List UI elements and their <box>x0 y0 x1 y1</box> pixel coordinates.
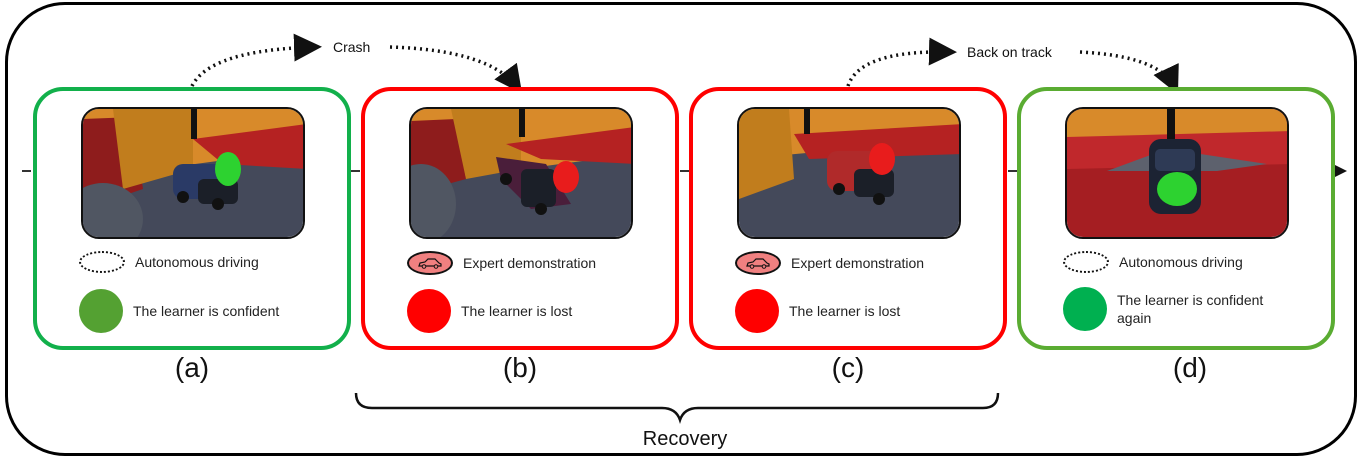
panel-c: Expert demonstration The learner is lost <box>689 87 1007 350</box>
panel-a: Autonomous driving The learner is confid… <box>33 87 351 350</box>
car-sprite <box>496 157 571 215</box>
state-label: The learner is lost <box>789 303 901 319</box>
confident-again-dot-icon <box>1063 287 1107 331</box>
lost-dot-icon <box>735 289 779 333</box>
confidence-marker <box>869 143 895 175</box>
legend-state-c: The learner is lost <box>735 289 900 333</box>
scene-image-a <box>81 107 305 239</box>
car-sprite <box>173 164 238 210</box>
state-label: The learner is confident <box>133 303 280 319</box>
back-on-track-label: Back on track <box>967 44 1052 60</box>
state-label: The learner is lost <box>461 303 573 319</box>
subfigure-label-a: (a) <box>174 352 210 383</box>
diagram-frame <box>5 2 1357 456</box>
panel-d: Autonomous driving The learner is confid… <box>1017 87 1335 350</box>
scene-image-b <box>409 107 633 239</box>
legend-mode-c: Expert demonstration <box>735 251 924 275</box>
car-sprite <box>827 151 894 205</box>
mode-label: Expert demonstration <box>463 255 597 271</box>
scene-image-d <box>1065 107 1289 239</box>
scene-image-c <box>737 107 961 239</box>
confidence-marker <box>215 152 241 186</box>
legend-state-b: The learner is lost <box>407 289 572 333</box>
dotted-ellipse-icon <box>1063 251 1109 273</box>
panel-b: Expert demonstration The learner is lost <box>361 87 679 350</box>
confident-dot-icon <box>79 289 123 333</box>
subfigure-label-b: (b) <box>502 352 538 383</box>
legend-mode-b: Expert demonstration <box>407 251 596 275</box>
car-icon <box>735 251 781 275</box>
legend-mode-a: Autonomous driving <box>79 251 259 273</box>
subfigure-label-c: (c) <box>831 352 865 383</box>
confidence-marker <box>1157 172 1197 206</box>
legend-mode-d: Autonomous driving <box>1063 251 1243 273</box>
lost-dot-icon <box>407 289 451 333</box>
mode-label: Autonomous driving <box>1119 254 1243 270</box>
confidence-marker <box>553 161 579 193</box>
legend-state-a: The learner is confident <box>79 289 279 333</box>
mode-label: Autonomous driving <box>135 254 259 270</box>
subfigure-label-d: (d) <box>1172 352 1208 383</box>
dotted-ellipse-icon <box>79 251 125 273</box>
state-label: The learner is confident again <box>1117 292 1264 326</box>
legend-state-d: The learner is confident again <box>1063 287 1267 331</box>
mode-label: Expert demonstration <box>791 255 925 271</box>
car-icon <box>407 251 453 275</box>
recovery-label: Recovery <box>642 428 728 450</box>
crash-label: Crash <box>333 39 371 55</box>
